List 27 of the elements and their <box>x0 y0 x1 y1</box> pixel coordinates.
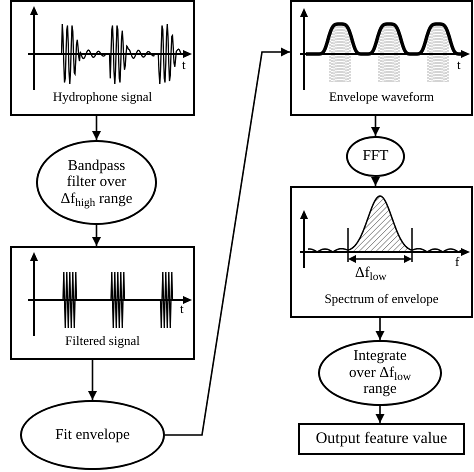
output-box <box>298 423 465 455</box>
axis-label: t <box>180 302 184 315</box>
axis-label: t <box>457 58 461 71</box>
arrow <box>88 360 97 400</box>
node-label: Fit envelope <box>55 426 130 444</box>
node-label: Integrate over Δf$_{low}$ range <box>348 348 412 398</box>
plot-caption: Hydrophone signal <box>52 88 152 106</box>
arrow <box>376 406 384 423</box>
plot-panel <box>10 0 195 116</box>
node-label: Bandpass filter over Δf$_{high}$ range <box>60 158 134 208</box>
plot-caption: Spectrum of envelope <box>324 290 439 308</box>
arrow <box>92 116 101 140</box>
plot-panel <box>10 246 195 360</box>
arrow <box>165 48 290 436</box>
node-label: FFT <box>362 148 388 165</box>
arrow <box>376 318 384 340</box>
plot-caption: Envelope waveform <box>328 88 434 106</box>
node-label: Output feature value <box>316 429 448 449</box>
range-label: Δf$_{low}$ <box>355 266 387 281</box>
arrow <box>92 225 101 246</box>
plot-caption: Filtered signal <box>65 332 140 350</box>
axis-label: t <box>182 58 186 71</box>
plot-panel <box>290 186 473 318</box>
plot-panel <box>290 0 473 116</box>
arrow <box>371 116 380 136</box>
arrow <box>371 177 380 186</box>
axis-label: f <box>455 255 460 268</box>
